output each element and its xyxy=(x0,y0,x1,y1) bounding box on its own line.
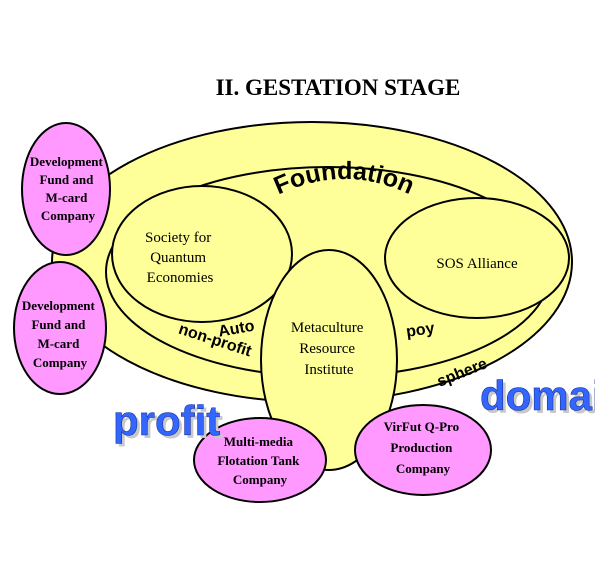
dev-fund-top-line-2: Fund and xyxy=(39,172,94,187)
society-line-1: Society for xyxy=(145,230,211,246)
dev-fund-top-line-3: M-card xyxy=(45,190,88,205)
multimedia-label: Multi-media Flotation Tank Company xyxy=(217,434,302,487)
virfut-line-3: Company xyxy=(396,461,451,476)
society-line-2: Quantum xyxy=(150,250,206,266)
multimedia-line-3: Company xyxy=(233,472,288,487)
metaculture-line-3: Institute xyxy=(304,362,354,378)
dev-fund-top-label: Development Fund and M-card Company xyxy=(30,154,106,223)
metaculture-ellipse xyxy=(260,249,398,471)
multimedia-line-1: Multi-media xyxy=(224,434,294,449)
dev-fund-top-line-4: Company xyxy=(41,208,96,223)
dev-fund-bottom-line-1: Development xyxy=(22,298,96,313)
metaculture-line-1: Metaculture xyxy=(291,320,364,336)
dev-fund-bottom-label: Development Fund and M-card Company xyxy=(22,298,98,370)
dev-fund-bottom-line-2: Fund and xyxy=(31,317,86,332)
dev-fund-top-ellipse xyxy=(21,122,111,256)
domain-word-shadow: domain xyxy=(483,375,595,422)
diagram-title: II. GESTATION STAGE xyxy=(216,75,461,100)
sos-ellipse xyxy=(384,197,570,319)
metaculture-label: Metaculture Resource Institute xyxy=(291,320,367,378)
metaculture-line-2: Resource xyxy=(299,341,355,357)
virfut-ellipse xyxy=(354,404,492,496)
society-ellipse xyxy=(111,185,293,323)
dev-fund-bottom-ellipse xyxy=(13,261,107,395)
profit-word: profit xyxy=(113,397,220,444)
poy-label: poy xyxy=(405,320,436,341)
dev-fund-bottom-line-3: M-card xyxy=(37,336,80,351)
multimedia-line-2: Flotation Tank xyxy=(217,453,300,468)
virfut-line-1: VirFut Q-Pro xyxy=(384,419,459,434)
virfut-label: VirFut Q-Pro Production Company xyxy=(384,419,463,476)
profit-word-shadow: profit xyxy=(116,400,223,447)
sos-label: SOS Alliance xyxy=(436,256,518,272)
multimedia-ellipse xyxy=(193,417,327,503)
dev-fund-top-line-1: Development xyxy=(30,154,104,169)
dev-fund-bottom-line-4: Company xyxy=(33,355,88,370)
society-line-3: Economies xyxy=(147,270,214,286)
society-label: Society for Quantum Economies xyxy=(145,230,215,286)
domain-word: domain xyxy=(480,372,595,419)
virfut-line-2: Production xyxy=(390,440,453,455)
auto-label: Auto xyxy=(217,318,256,341)
